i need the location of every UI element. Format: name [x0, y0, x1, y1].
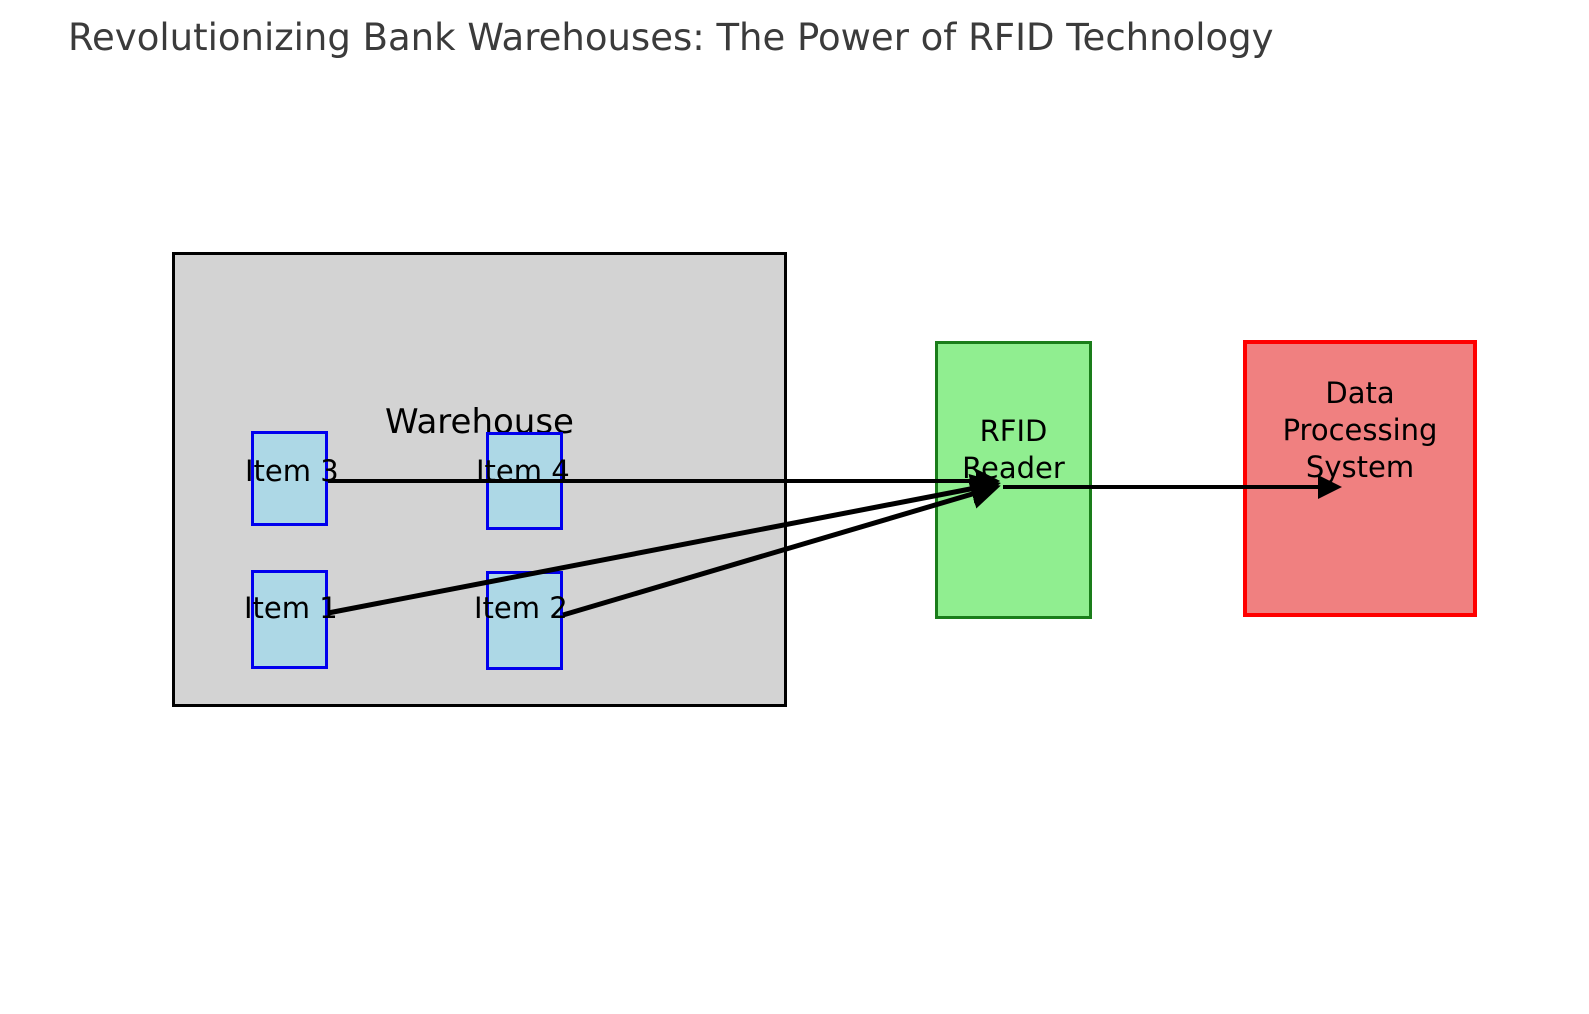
item-box-item-3[interactable] [251, 431, 328, 526]
page-title: Revolutionizing Bank Warehouses: The Pow… [68, 16, 1274, 59]
item-label-item-2: Item 2 [474, 591, 568, 625]
item-box-item-1[interactable] [251, 570, 328, 669]
item-label-item-1: Item 1 [244, 591, 338, 625]
rfid-reader-node[interactable] [935, 341, 1092, 619]
item-label-item-3: Item 3 [245, 454, 339, 488]
item-label-item-4: Item 4 [476, 454, 570, 488]
data-processing-system-node[interactable] [1243, 340, 1477, 617]
